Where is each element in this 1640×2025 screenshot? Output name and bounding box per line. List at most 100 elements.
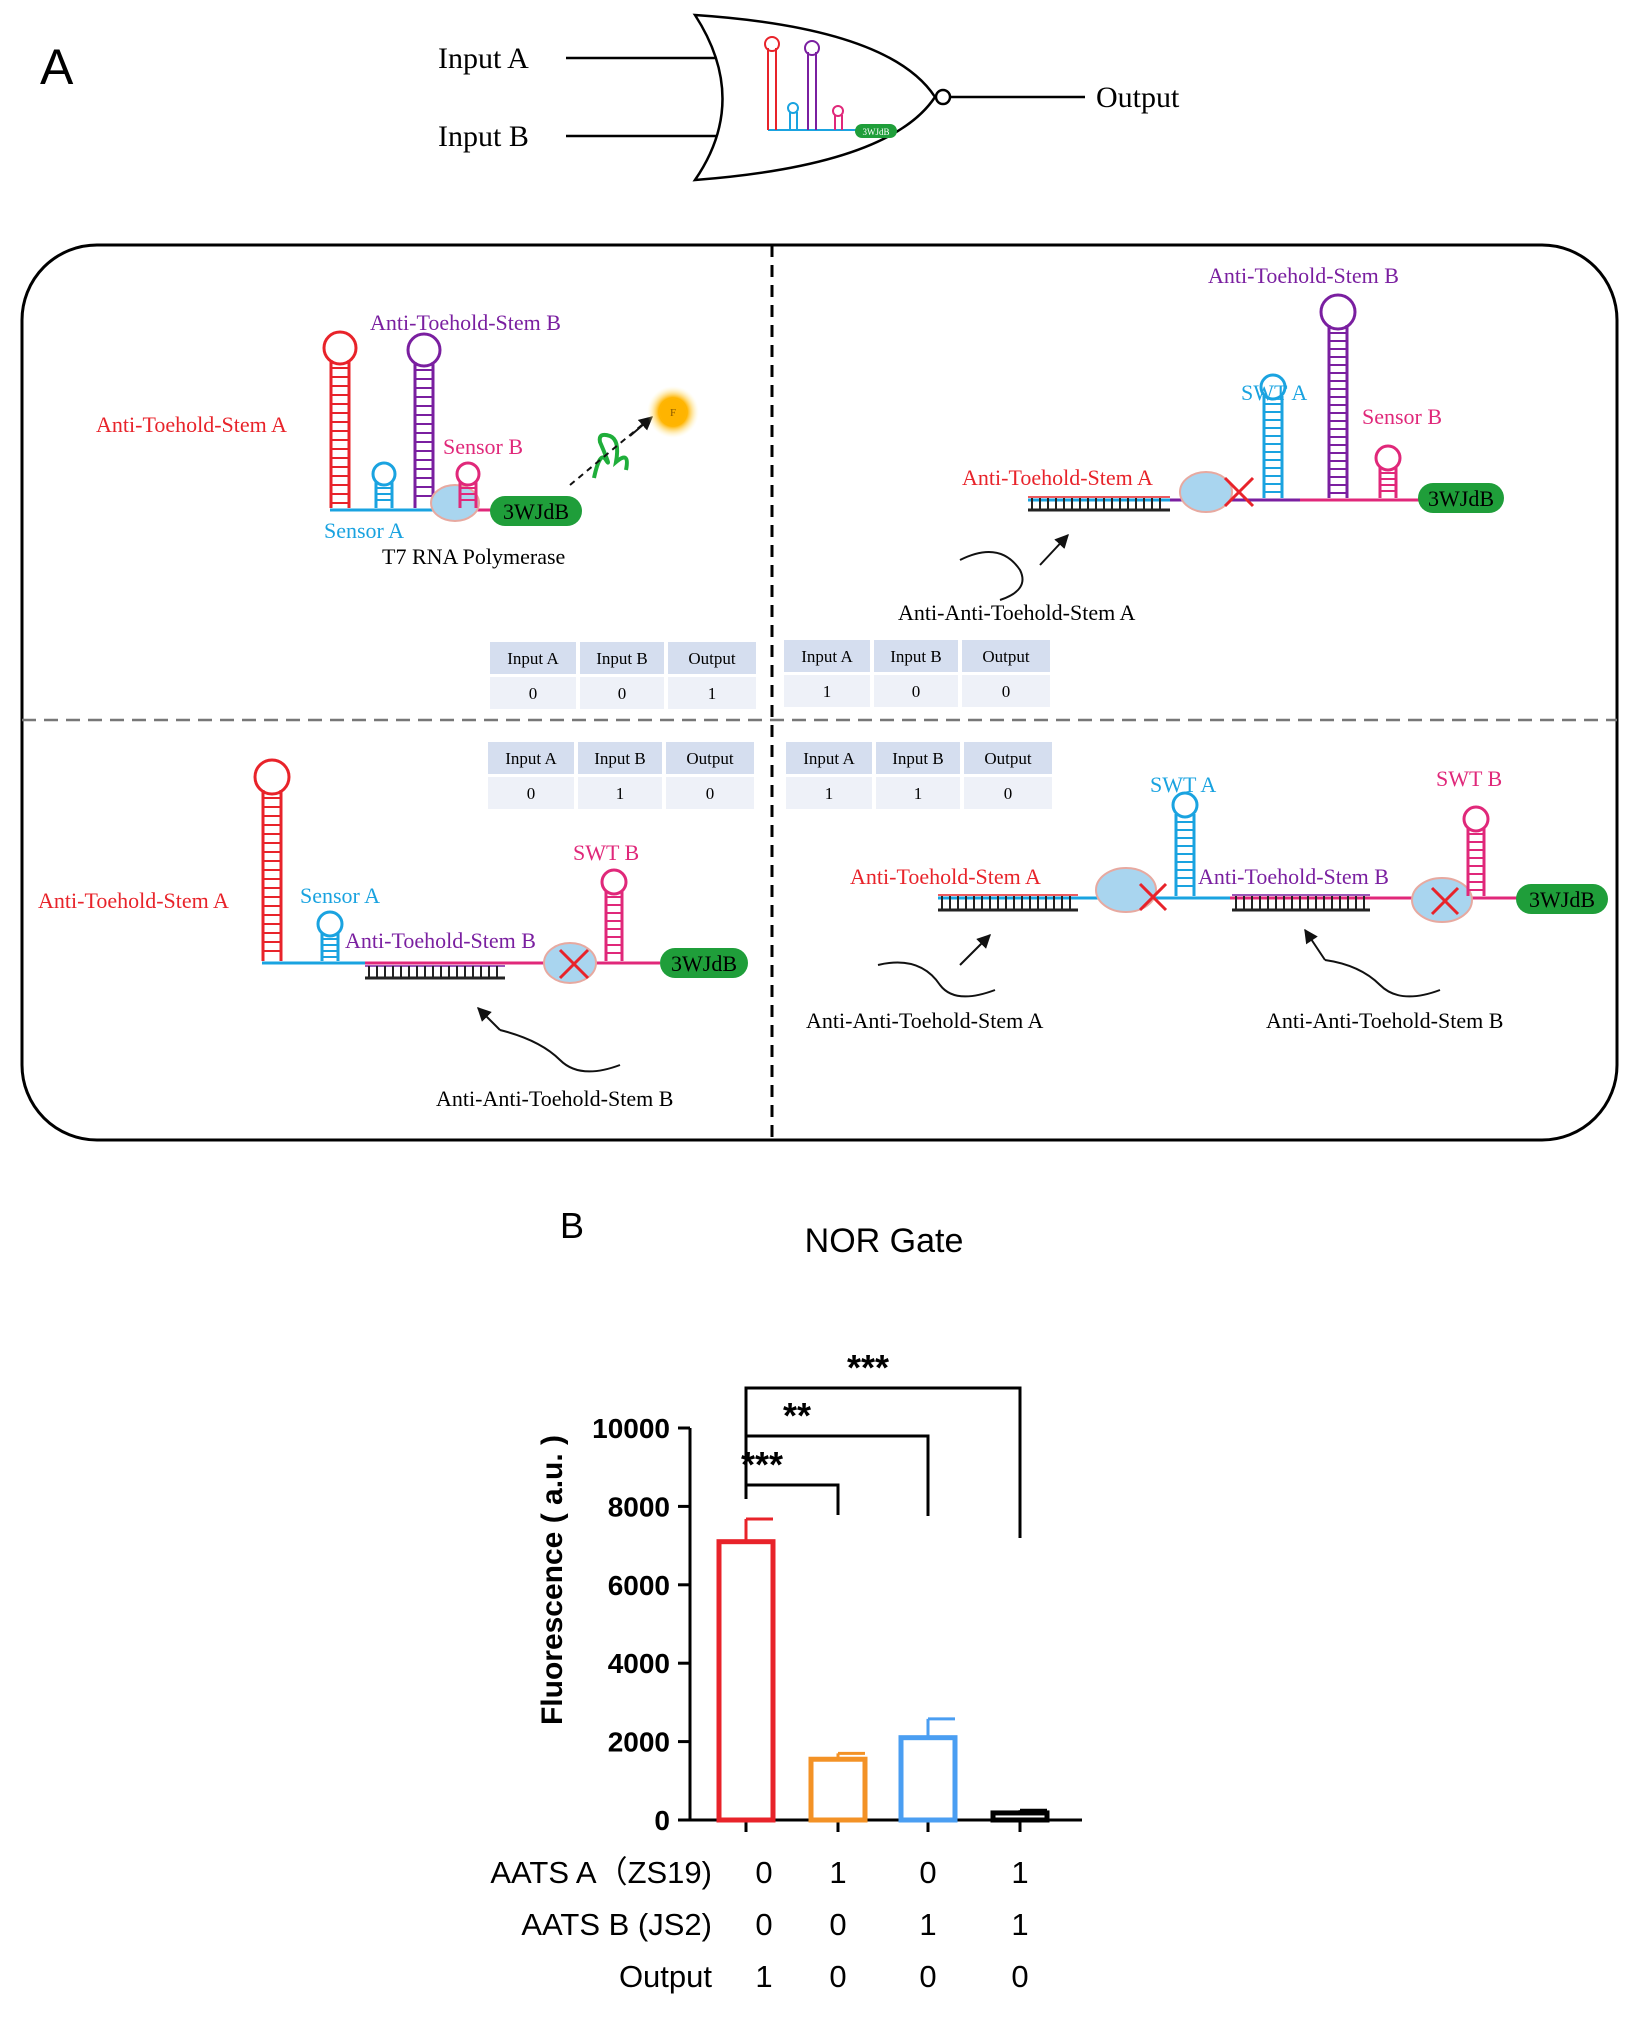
truth-table-header-cell (964, 742, 1052, 774)
q00-construct (322, 330, 699, 526)
q00-tag: 3WJdB (503, 499, 569, 524)
q11-swt-b: SWT B (1436, 766, 1502, 791)
truth-table-value-cell (786, 777, 872, 809)
truth-table-value-cell (876, 777, 960, 809)
y-tick-label: 4000 (608, 1648, 670, 1679)
q00-anti-toehold-stem-a: Anti-Toehold-Stem A (96, 412, 287, 437)
q00-anti-toehold-stem-b: Anti-Toehold-Stem B (370, 310, 561, 335)
truth-table-value: 0 (527, 784, 536, 803)
truth-table-header: Input A (507, 649, 559, 668)
bar (716, 1539, 776, 1823)
q11-tag: 3WJdB (1529, 887, 1595, 912)
panel-b-label: B (560, 1205, 584, 1246)
condition-value: 0 (755, 1907, 772, 1942)
truth-table-value: 1 (914, 784, 923, 803)
y-tick-label: 6000 (608, 1570, 670, 1601)
panel-a-label: A (40, 39, 74, 95)
q10-anti-toehold-stem-b: Anti-Toehold-Stem B (1208, 263, 1399, 288)
q11-swt-a: SWT A (1150, 772, 1216, 797)
condition-value: 1 (919, 1907, 936, 1942)
truth-table-value: 0 (529, 684, 538, 703)
q01-tag: 3WJdB (671, 951, 737, 976)
condition-value: 1 (1011, 1907, 1028, 1942)
condition-value: 0 (755, 1855, 772, 1890)
condition-value: 1 (829, 1855, 846, 1890)
truth-table-value-cell (784, 675, 870, 707)
q00-sensor-a: Sensor A (324, 518, 404, 543)
truth-table-value-cell (964, 777, 1052, 809)
truth-table-header-cell (962, 640, 1050, 672)
y-axis-label: Fluorescence ( a.u. ) (536, 1435, 569, 1725)
truth-table-header-cell (784, 640, 870, 672)
condition-value: 0 (829, 1907, 846, 1942)
y-tick-label: 0 (654, 1805, 670, 1836)
significance-label: ** (783, 1395, 811, 1436)
truth-table-header-cell (488, 742, 574, 774)
truth-table-header: Output (688, 649, 736, 668)
truth-table-header: Output (686, 749, 734, 768)
significance-bracket (744, 1386, 1022, 1538)
truth-table-header-cell (786, 742, 872, 774)
q01-anti-toehold-stem-b: Anti-Toehold-Stem B (345, 928, 536, 953)
gate-tag: 3WJdB (863, 127, 890, 137)
condition-value: 0 (829, 1959, 846, 1994)
truth-table-header: Input B (892, 749, 943, 768)
q01-anti-toehold-stem-a: Anti-Toehold-Stem A (38, 888, 229, 913)
bar (990, 1810, 1050, 1823)
nor-gate-symbol (566, 13, 1085, 182)
q01-sensor-a: Sensor A (300, 883, 380, 908)
truth-table-value: 1 (616, 784, 625, 803)
truth-table-header: Output (984, 749, 1032, 768)
truth-table-header-cell (876, 742, 960, 774)
gate-input-a: Input A (438, 42, 529, 75)
truth-table-header: Input A (801, 647, 853, 666)
truth-table-value-cell (666, 777, 754, 809)
truth-table-header-cell (490, 642, 576, 674)
significance-bracket (744, 1483, 840, 1515)
truth-table-header: Input A (505, 749, 557, 768)
q01-swt-b: SWT B (573, 840, 639, 865)
y-tick-label: 2000 (608, 1727, 670, 1758)
gate-output: Output (1096, 81, 1180, 114)
truth-table-header: Output (982, 647, 1030, 666)
q00-fluor: F (670, 407, 676, 419)
truth-table-header-cell (580, 642, 664, 674)
truth-table-header-cell (668, 642, 756, 674)
q10-swt-a: SWT A (1241, 380, 1307, 405)
truth-table-value: 0 (1002, 682, 1011, 701)
truth-table-value-cell (580, 677, 664, 709)
condition-value: 0 (919, 1855, 936, 1890)
gate-input-b: Input B (438, 120, 529, 153)
truth-table-value-cell (490, 677, 576, 709)
truth-table-value: 1 (823, 682, 832, 701)
condition-value: 0 (1011, 1959, 1028, 1994)
truth-table-header: Input B (890, 647, 941, 666)
truth-table-header-cell (666, 742, 754, 774)
q10-tag: 3WJdB (1428, 486, 1494, 511)
condition-row-label: AATS A（ZS19) (490, 1855, 712, 1890)
truth-table-value: 0 (706, 784, 715, 803)
truth-table-header: Input A (803, 749, 855, 768)
q01-construct (253, 758, 748, 1073)
truth-table-value: 0 (618, 684, 627, 703)
truth-table-value: 1 (825, 784, 834, 803)
q11-anti-toehold-stem-b: Anti-Toehold-Stem B (1198, 864, 1389, 889)
y-tick-label: 8000 (608, 1491, 670, 1522)
q11-anti-anti-a: Anti-Anti-Toehold-Stem A (806, 1008, 1043, 1033)
q11-anti-anti-b: Anti-Anti-Toehold-Stem B (1266, 1008, 1503, 1033)
q10-anti-toehold-stem-a: Anti-Toehold-Stem A (962, 465, 1153, 490)
truth-table-value-cell (962, 675, 1050, 707)
chart-title: NOR Gate (805, 1222, 964, 1260)
y-tick-label: 10000 (592, 1413, 670, 1444)
bar (898, 1735, 958, 1823)
truth-table-value: 1 (708, 684, 717, 703)
truth-table-value-cell (578, 777, 662, 809)
q00-sensor-b: Sensor B (443, 434, 523, 459)
q11-anti-toehold-stem-a: Anti-Toehold-Stem A (850, 864, 1041, 889)
truth-table-value-cell (668, 677, 756, 709)
condition-row-label: AATS B (JS2) (521, 1907, 712, 1942)
panel-a-frame (20, 243, 1619, 1142)
q10-anti-anti-a: Anti-Anti-Toehold-Stem A (898, 600, 1135, 625)
